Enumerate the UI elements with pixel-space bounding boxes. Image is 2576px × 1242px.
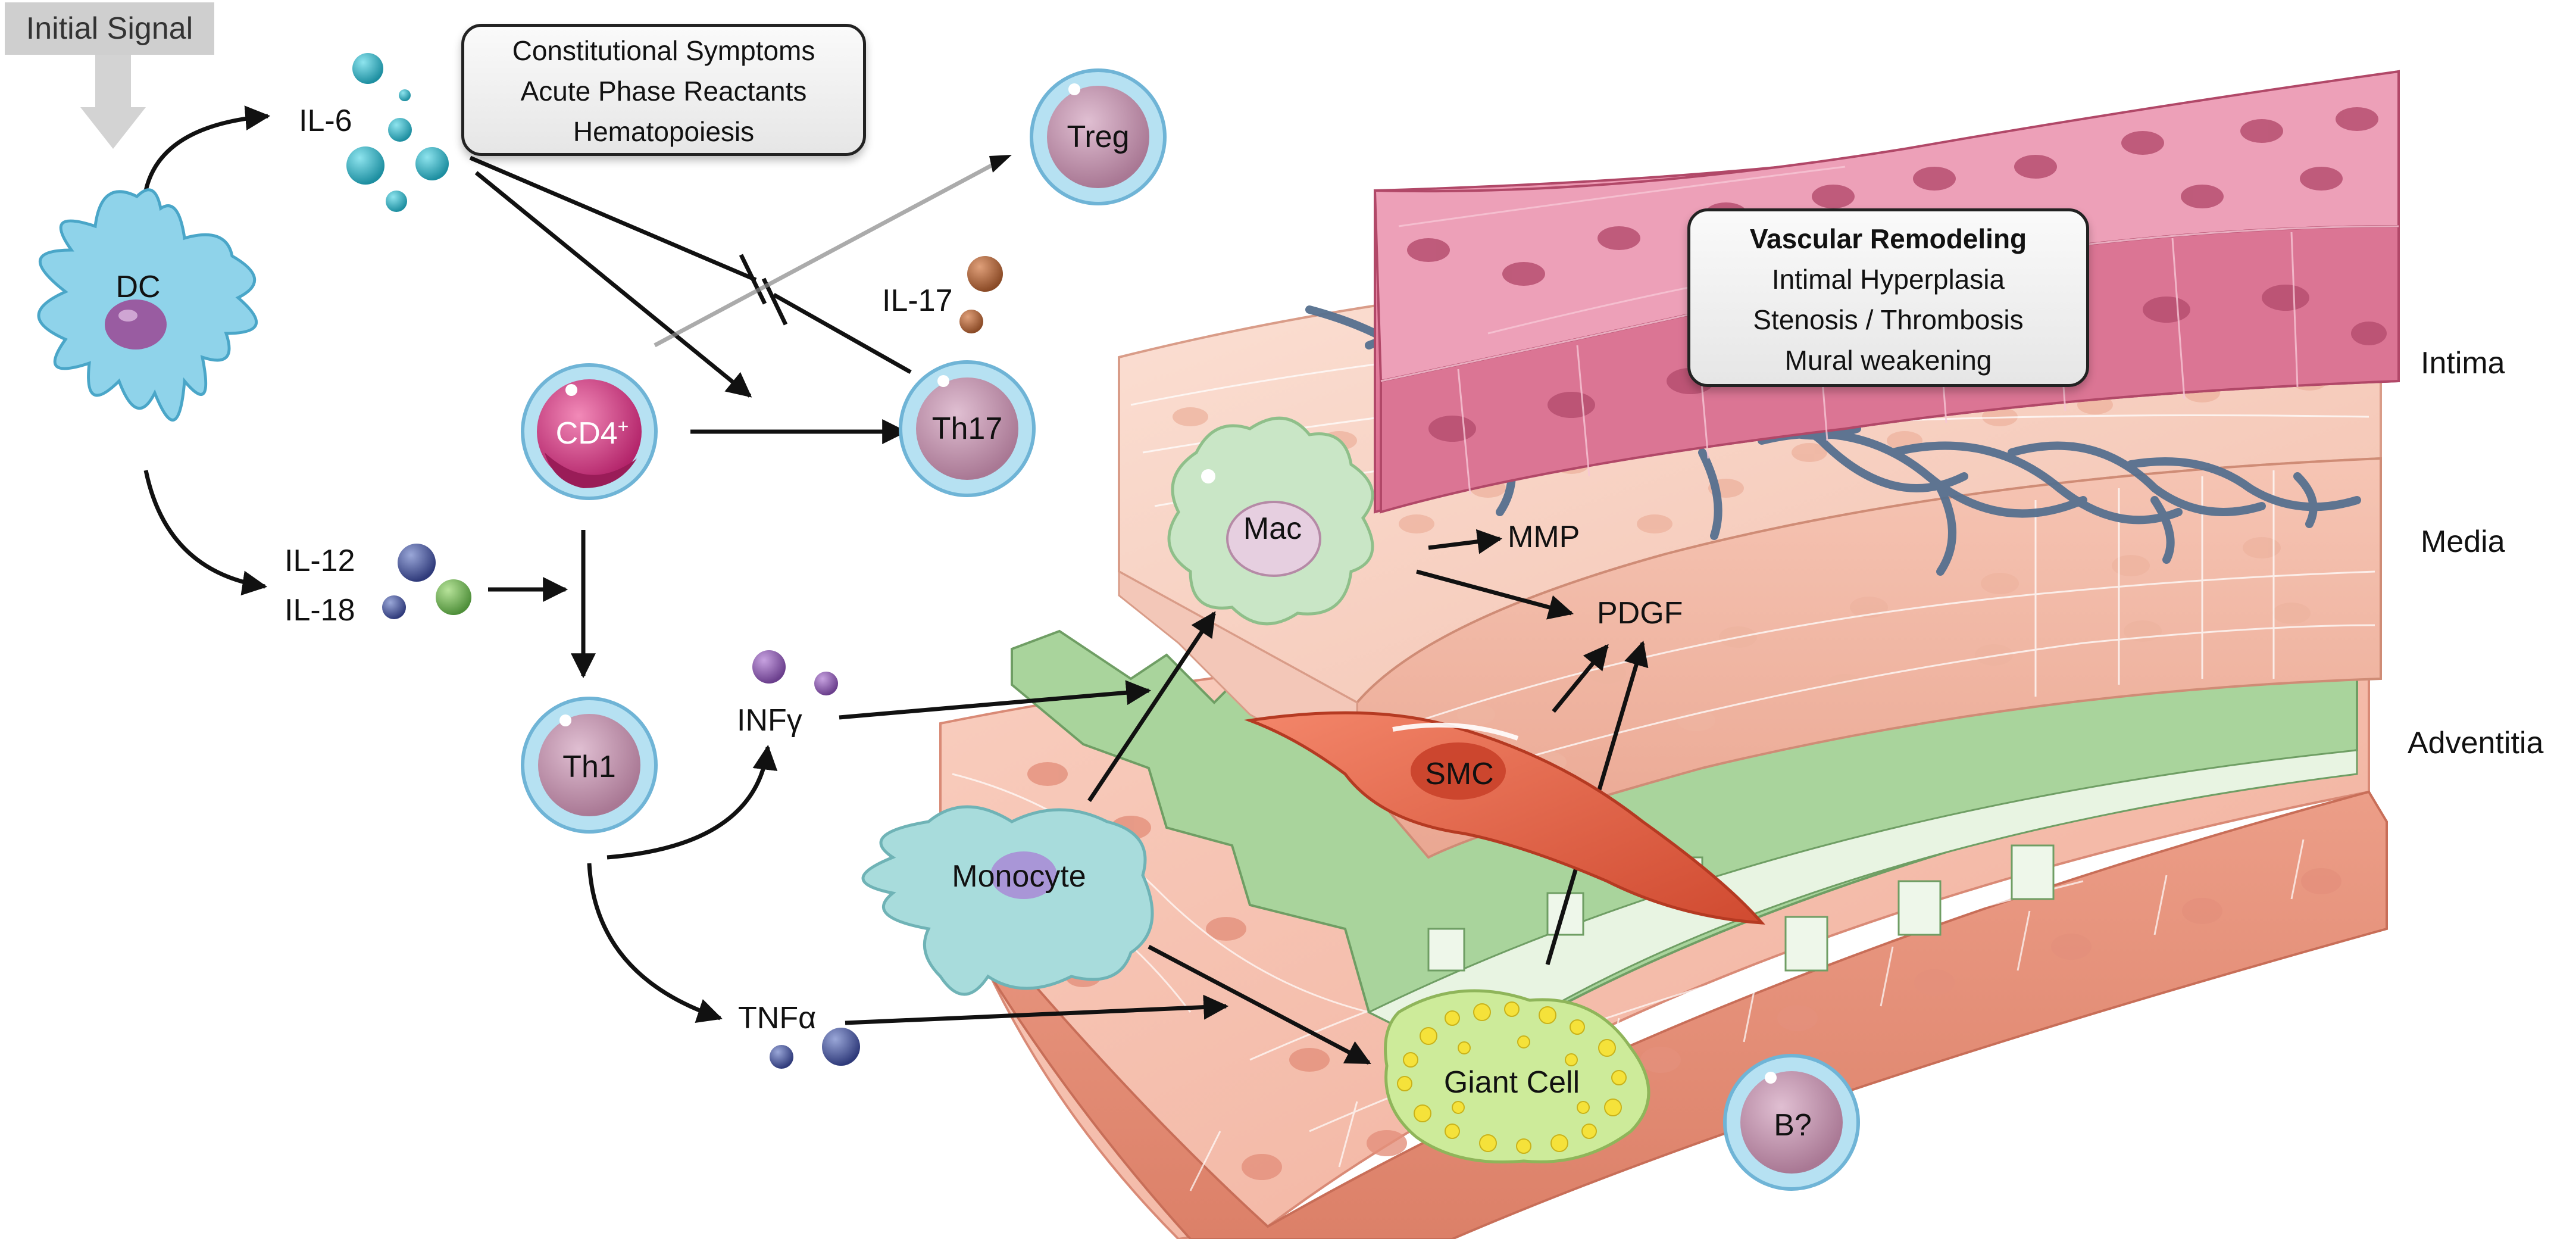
il18-label: IL-18 <box>285 593 355 628</box>
treg-arrowhead <box>989 155 1012 173</box>
media-label: Media <box>2421 525 2505 559</box>
cd4-label: CD4+ <box>556 416 629 451</box>
tnfa-label: TNFα <box>738 1001 817 1035</box>
th17-cell <box>899 360 1036 497</box>
smc-cell <box>1244 711 1765 925</box>
dc-cell <box>37 188 258 422</box>
cd4-label-text: CD4 <box>555 416 618 451</box>
treg-arrow <box>654 155 1007 348</box>
il17-label: IL-17 <box>882 283 953 318</box>
cd4-cell <box>521 363 658 500</box>
mmp-label: MMP <box>1508 520 1580 554</box>
infg-label: INFγ <box>737 703 802 738</box>
monocyte-cell <box>861 805 1154 996</box>
b-cell-label: B? <box>1774 1108 1812 1143</box>
il17-dots <box>959 256 1003 333</box>
dc-label: DC <box>115 270 161 304</box>
il12-il18-dots <box>382 544 471 619</box>
mac-cell <box>1167 416 1374 626</box>
initial-signal-arrow <box>80 55 146 149</box>
infg-dots <box>752 650 838 695</box>
th1-label: Th1 <box>562 750 616 784</box>
pdgf-label: PDGF <box>1597 596 1683 631</box>
monocyte-label: Monocyte <box>952 859 1086 894</box>
th1-cell <box>521 697 658 834</box>
treg-label: Treg <box>1067 120 1130 154</box>
giant-cell-label: Giant Cell <box>1443 1065 1580 1100</box>
tnfa-dots <box>770 1028 860 1069</box>
smc-label: SMC <box>1425 757 1494 791</box>
vascular-remodeling-box: Vascular Remodeling Intimal Hyperplasia … <box>1687 208 2089 387</box>
il12-label: IL-12 <box>285 544 355 578</box>
il6-label: IL-6 <box>299 104 352 138</box>
inhibition-lines <box>469 155 912 375</box>
remodeling-title: Vascular Remodeling <box>1749 223 2027 254</box>
th17-label: Th17 <box>931 411 1003 446</box>
systemic-effect-3: Hematopoiesis <box>573 116 755 147</box>
systemic-effects-box: Constitutional Symptoms Acute Phase Reac… <box>461 24 866 156</box>
remodeling-item-2: Stenosis / Thrombosis <box>1753 304 2024 335</box>
intima-label: Intima <box>2421 346 2505 380</box>
remodeling-item-3: Mural weakening <box>1784 345 1992 376</box>
initial-signal-label: Initial Signal <box>5 2 214 55</box>
mac-label: Mac <box>1243 511 1302 546</box>
b-cell <box>1723 1054 1860 1191</box>
systemic-effect-1: Constitutional Symptoms <box>512 35 815 66</box>
il6-dots <box>346 53 449 212</box>
pathway-arrows <box>143 105 1649 1065</box>
remodeling-item-1: Intimal Hyperplasia <box>1771 264 2005 295</box>
treg-cell <box>1030 68 1167 205</box>
systemic-effect-2: Acute Phase Reactants <box>520 76 807 107</box>
adventitia-label: Adventitia <box>2408 726 2544 760</box>
giant-cell <box>1384 989 1650 1164</box>
cd4-label-sup: + <box>617 415 629 437</box>
